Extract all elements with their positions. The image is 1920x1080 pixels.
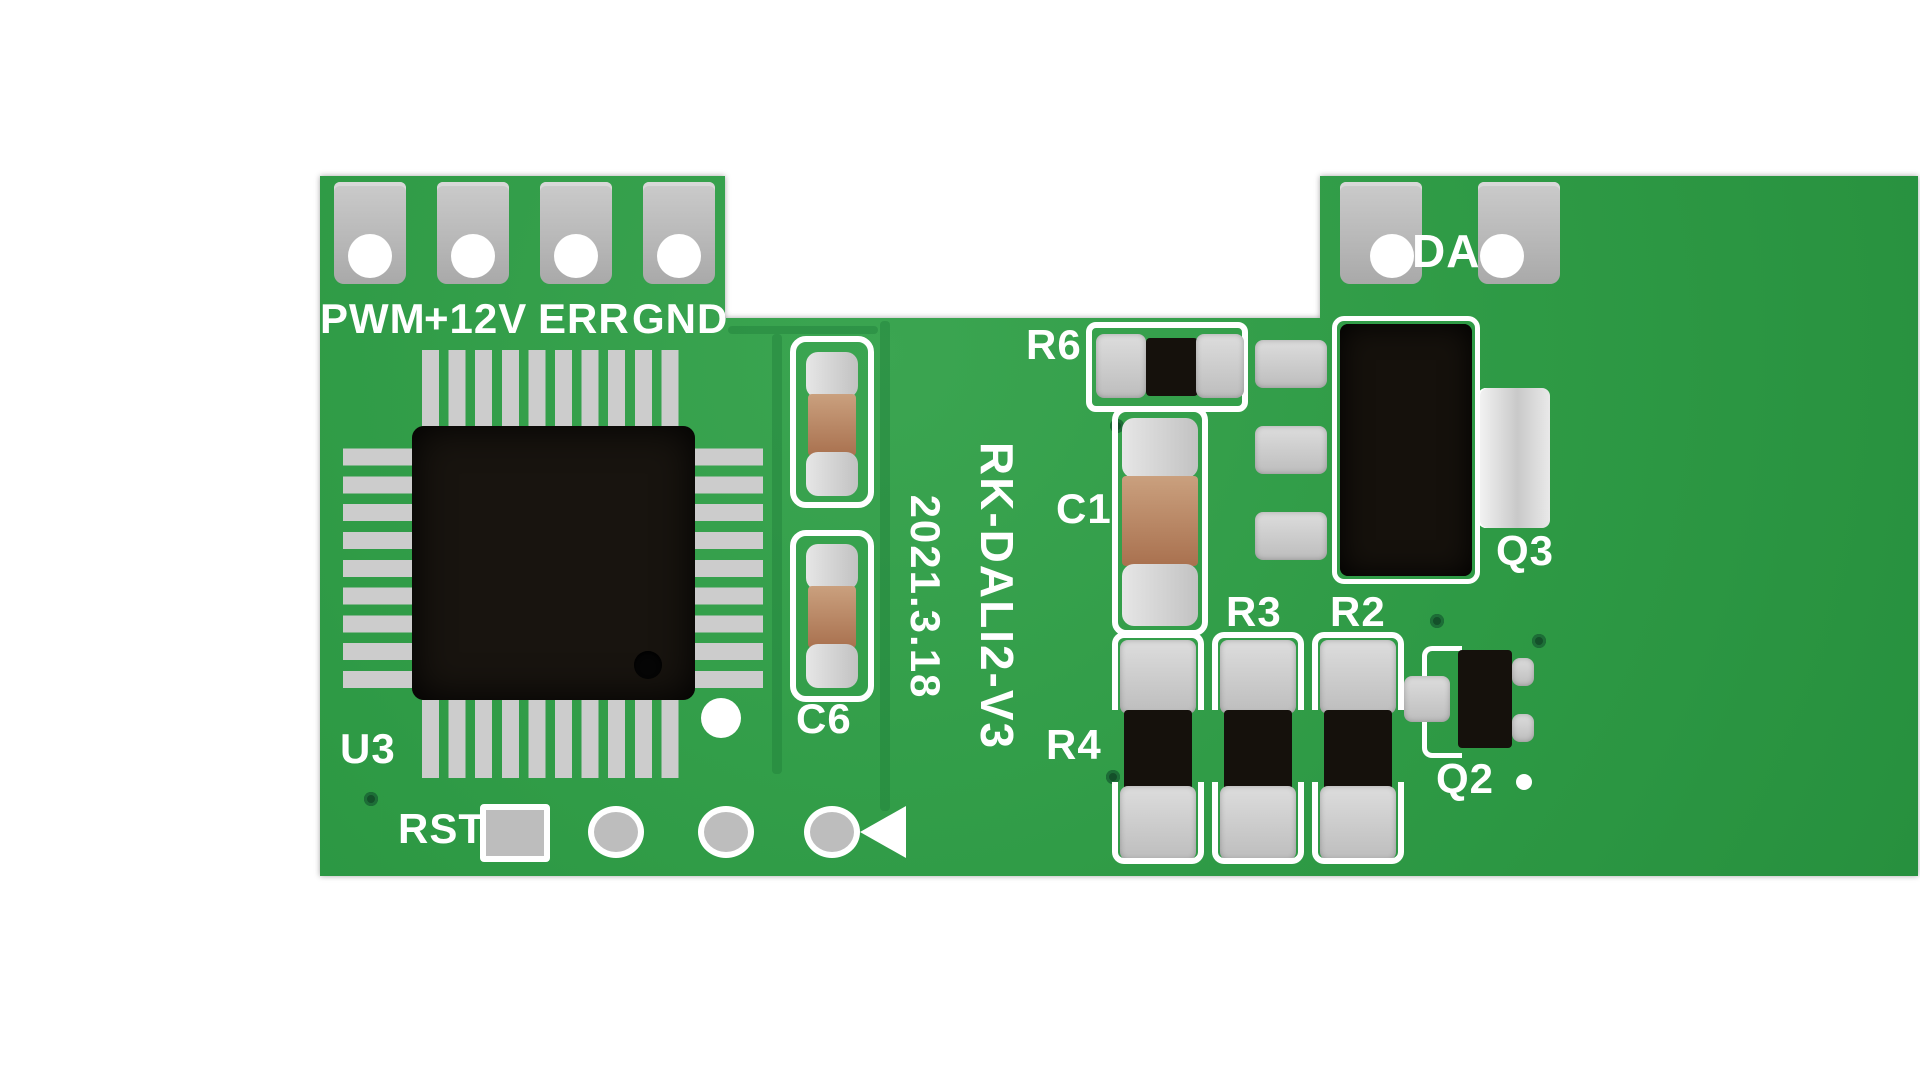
- r2-pad: [1320, 786, 1396, 860]
- rst-label: RST: [398, 805, 485, 852]
- r3-pad: [1220, 786, 1296, 860]
- copper-trace: [772, 334, 782, 774]
- r6-label: R6: [1026, 321, 1082, 368]
- r4-silkscreen-top: [1112, 632, 1204, 710]
- r4-pad: [1120, 786, 1196, 860]
- through-hole: [348, 234, 392, 278]
- q2-body: [1458, 650, 1512, 748]
- r6-pad: [1196, 334, 1244, 398]
- q2-pad: [1404, 676, 1450, 722]
- q3-lead-pad: [1255, 512, 1327, 560]
- chip-leads-bottom: [422, 700, 688, 778]
- r4-silkscreen-bottom: [1112, 782, 1204, 864]
- r3-silkscreen-bottom: [1212, 782, 1304, 864]
- gnd-label: GND: [632, 295, 729, 342]
- through-hole: [657, 234, 701, 278]
- c6-silkscreen-bottom: [790, 530, 874, 702]
- da-label: DA: [1412, 225, 1481, 277]
- pcb-board-wrap: PWM +12V ERR GND DA U3 RST C6 2021.3.18 …: [160, 88, 1918, 876]
- chip-leads-left: [343, 438, 414, 688]
- copper-trace: [728, 326, 878, 334]
- c1-cap-end: [1122, 418, 1198, 478]
- test-point: [1516, 774, 1532, 790]
- solder-pad: [804, 806, 860, 858]
- q2-label: Q2: [1436, 755, 1495, 802]
- r4-body: [1124, 710, 1192, 800]
- via-hole: [1106, 770, 1120, 784]
- chip-leads-right: [692, 438, 763, 688]
- via-hole: [1430, 614, 1444, 628]
- q2-lead: [1512, 714, 1534, 742]
- test-point: [701, 698, 741, 738]
- r3-body: [1224, 710, 1292, 800]
- q3-lead-pad: [1255, 340, 1327, 388]
- chip-leads-top: [422, 350, 688, 426]
- pin1-marker: [634, 651, 662, 679]
- through-hole: [554, 234, 598, 278]
- r2-body: [1324, 710, 1392, 800]
- q3-lead-pad: [1255, 426, 1327, 474]
- r3-pad: [1220, 640, 1296, 714]
- r4-pad: [1120, 640, 1196, 714]
- c6-label: C6: [796, 695, 852, 742]
- q3-silkscreen: [1332, 316, 1480, 584]
- arrow-marker-icon: [860, 806, 906, 858]
- q2-lead: [1512, 658, 1534, 686]
- r6-pad: [1096, 334, 1146, 398]
- solder-pad: [588, 806, 644, 858]
- c1-label: C1: [1056, 485, 1112, 532]
- c1-cap-end: [1122, 564, 1198, 626]
- board-model-text: RK-DALI2-V3: [971, 441, 1023, 751]
- r2-silkscreen-top: [1312, 632, 1404, 710]
- board-date-text: 2021.3.18: [902, 494, 949, 700]
- rst-pad: [480, 804, 550, 862]
- c1-cap-body: [1122, 476, 1198, 566]
- c6-cap-end: [806, 452, 858, 496]
- r2-silkscreen-bottom: [1312, 782, 1404, 864]
- c6-cap-body: [808, 586, 856, 648]
- c6-cap-end: [806, 644, 858, 688]
- solder-pad: [698, 806, 754, 858]
- c6-cap-end: [806, 352, 858, 398]
- r2-pad: [1320, 640, 1396, 714]
- c6-silkscreen-top: [790, 336, 874, 508]
- q3-metal-tab: [1478, 388, 1550, 528]
- pwm-label: PWM: [320, 295, 426, 342]
- through-hole: [451, 234, 495, 278]
- c6-cap-end: [806, 544, 858, 590]
- via-hole: [364, 792, 378, 806]
- via-hole: [1532, 634, 1546, 648]
- r6-body: [1146, 338, 1198, 396]
- c6-cap-body: [808, 394, 856, 456]
- copper-trace: [880, 321, 890, 811]
- through-hole: [1480, 234, 1524, 278]
- 12v-label: +12V: [424, 295, 528, 342]
- through-hole: [1370, 234, 1414, 278]
- q3-label: Q3: [1496, 527, 1555, 574]
- r4-label: R4: [1046, 721, 1102, 768]
- pcb-board: PWM +12V ERR GND DA U3 RST C6 2021.3.18 …: [320, 176, 1918, 876]
- err-label: ERR: [538, 295, 630, 342]
- r2-label: R2: [1330, 588, 1386, 635]
- r3-silkscreen-top: [1212, 632, 1304, 710]
- u3-label: U3: [340, 725, 396, 772]
- q3-body: [1340, 324, 1472, 576]
- r3-label: R3: [1226, 588, 1282, 635]
